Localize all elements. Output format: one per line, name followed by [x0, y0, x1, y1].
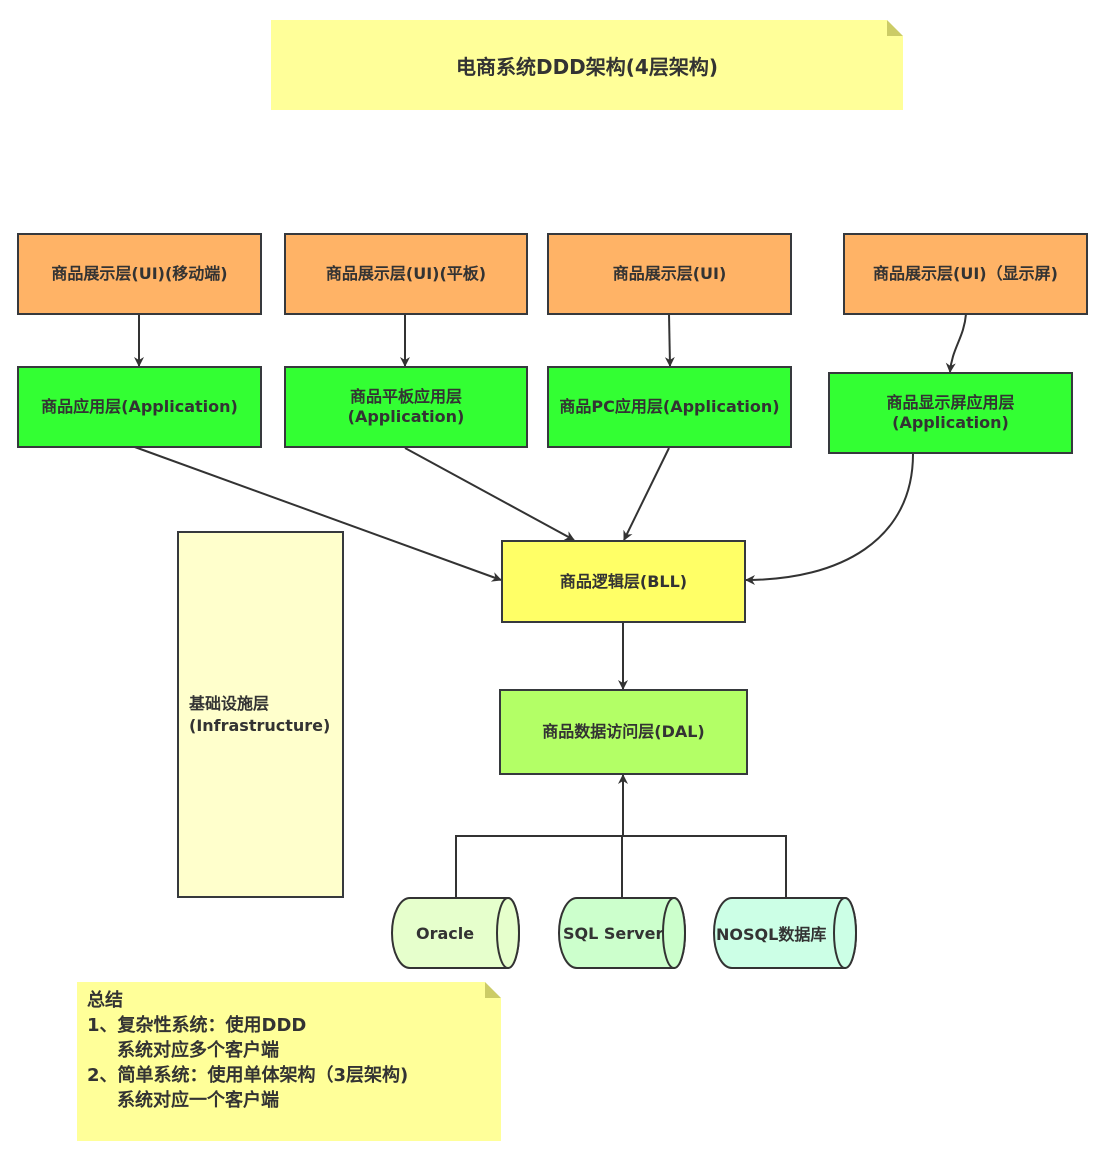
- bll-layer-label: 商品逻辑层(BLL): [559, 571, 688, 591]
- note-fold-corner: [887, 20, 903, 36]
- arrow-app-pc-to-bll: [623, 447, 670, 541]
- note-fold-corner: [485, 982, 501, 998]
- arrow-app-mobile-to-bll: [131, 445, 502, 582]
- ui-layer-tablet-label: 商品展示层(UI)(平板): [325, 264, 487, 283]
- ui-layer-screen[interactable]: 商品展示层(UI)（显示屏): [843, 233, 1088, 315]
- ui-layer-mobile-label: 商品展示层(UI)(移动端): [51, 264, 228, 283]
- app-layer-screen-label-line1: 商品显示屏应用层: [886, 393, 1015, 412]
- bll-layer[interactable]: 商品逻辑层(BLL): [501, 540, 746, 623]
- title-note: 电商系统DDD架构(4层架构): [271, 20, 903, 110]
- app-layer-mobile-label: 商品应用层(Application): [41, 397, 238, 416]
- summary-item-2-sub: 系统对应一个客户端: [117, 1090, 279, 1111]
- app-layer-tablet-label-line1: 商品平板应用层: [349, 387, 462, 406]
- arrow-app-tablet-to-bll: [404, 447, 575, 541]
- app-layer-screen[interactable]: 商品显示屏应用层 (Application): [828, 372, 1073, 454]
- dal-layer-label: 商品数据访问层(DAL): [542, 722, 705, 741]
- arrow-ui-screen-to-app: [945, 313, 967, 373]
- app-layer-pc-label: 商品PC应用层(Application): [559, 397, 780, 416]
- db-nosql-label[interactable]: NOSQL数据库: [716, 925, 827, 944]
- db-sqlserver-label[interactable]: SQL Server: [563, 923, 664, 943]
- ui-layer-pc[interactable]: 商品展示层(UI): [547, 233, 792, 315]
- infrastructure-layer[interactable]: 基础设施层 (Infrastructure): [177, 531, 344, 898]
- db-oracle-label[interactable]: Oracle: [416, 923, 475, 943]
- infrastructure-label-line1: 基础设施层: [189, 693, 270, 713]
- ui-layer-pc-label: 商品展示层(UI): [612, 264, 727, 283]
- infrastructure-label-line2: (Infrastructure): [189, 715, 331, 735]
- app-layer-mobile[interactable]: 商品应用层(Application): [17, 366, 262, 448]
- summary-item-1: 1、复杂性系统：使用DDD: [87, 1015, 307, 1036]
- ui-layer-mobile[interactable]: 商品展示层(UI)(移动端): [17, 233, 262, 315]
- summary-heading: 总结: [87, 990, 123, 1011]
- db-cylinder-nosql-cap: [833, 897, 857, 969]
- arrow-ui-pc-to-app: [664, 313, 675, 367]
- db-cylinder-oracle-cap: [496, 897, 520, 969]
- summary-item-2: 2、简单系统：使用单体架构（3层架构): [87, 1065, 409, 1086]
- ui-layer-tablet[interactable]: 商品展示层(UI)(平板): [284, 233, 528, 315]
- arrow-app-screen-to-bll: [745, 453, 914, 585]
- summary-note: 总结 1、复杂性系统：使用DDD 系统对应多个客户端 2、简单系统：使用单体架构…: [77, 982, 501, 1141]
- diagram-title: 电商系统DDD架构(4层架构): [455, 54, 718, 79]
- app-layer-screen-label-line2: (Application): [892, 413, 1009, 432]
- db-cylinder-sqlserver-cap: [662, 897, 686, 969]
- ui-layer-screen-label: 商品展示层(UI)（显示屏): [873, 264, 1058, 283]
- app-layer-tablet-label-line2: (Application): [347, 407, 465, 426]
- app-layer-tablet[interactable]: 商品平板应用层 (Application): [284, 366, 528, 448]
- dal-layer[interactable]: 商品数据访问层(DAL): [499, 689, 748, 775]
- app-layer-pc[interactable]: 商品PC应用层(Application): [547, 366, 792, 448]
- summary-item-1-sub: 系统对应多个客户端: [117, 1040, 279, 1061]
